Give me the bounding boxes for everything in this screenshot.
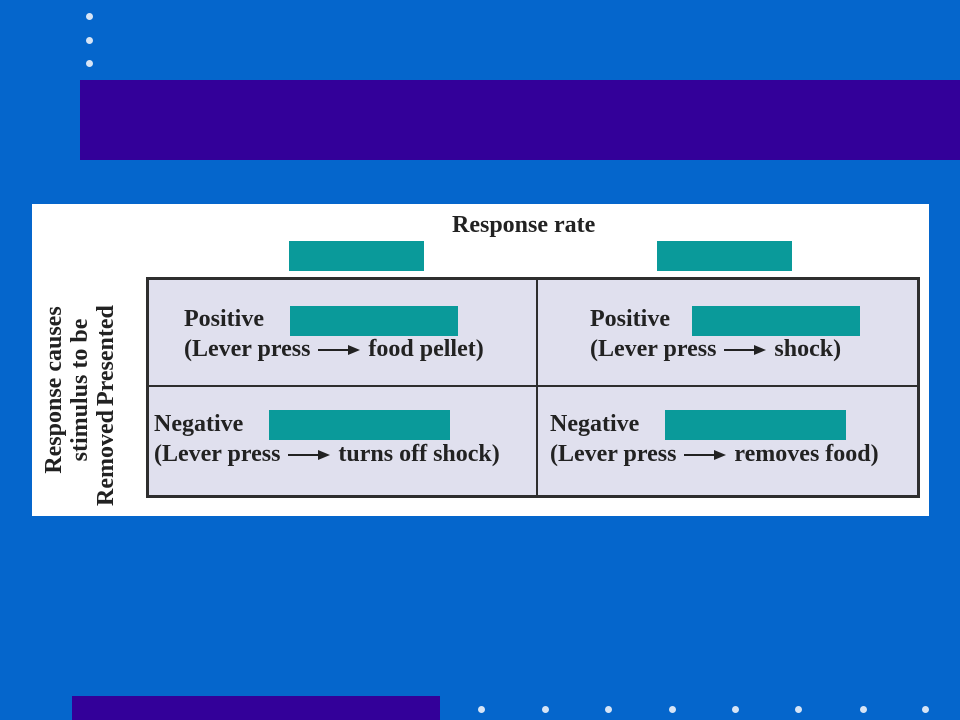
footer-dot	[795, 706, 802, 713]
side-label-presented: Presented	[93, 305, 119, 406]
covered-term-bottom-left	[269, 410, 450, 440]
cell-example-result: turns off shock)	[338, 441, 500, 467]
footer-dot	[669, 706, 676, 713]
cell-positive-reinforcement: Positive (Lever press food pellet)	[184, 304, 484, 364]
cell-type-label: Negative	[550, 411, 640, 437]
cell-example-result: food pellet)	[368, 336, 484, 362]
cell-example-start: (Lever press	[590, 336, 717, 362]
covered-label-decreases	[657, 241, 792, 271]
reinforcement-table-figure: Response rate Response causes stimulus t…	[32, 204, 929, 516]
right-arrow-icon	[724, 343, 767, 357]
bullet-dot	[86, 37, 93, 44]
cell-example-start: (Lever press	[550, 441, 677, 467]
right-arrow-icon	[288, 448, 331, 462]
right-arrow-icon	[684, 448, 727, 462]
cell-type-label: Positive	[184, 306, 264, 332]
right-arrow-icon	[318, 343, 361, 357]
footer-dot	[860, 706, 867, 713]
cell-example-result: removes food)	[734, 441, 879, 467]
footer-band	[72, 696, 440, 720]
cell-example-start: (Lever press	[184, 336, 311, 362]
footer-dot	[478, 706, 485, 713]
grid-vertical-divider	[536, 280, 538, 495]
cell-negative-punishment: Negative (Lever press removes food)	[550, 409, 879, 469]
covered-term-top-left	[290, 306, 458, 336]
cell-negative-reinforcement: Negative (Lever press turns off shock)	[154, 409, 500, 469]
bullet-dot	[86, 60, 93, 67]
cell-type-label: Negative	[154, 411, 244, 437]
side-label-line2: stimulus to be	[67, 318, 93, 462]
covered-term-bottom-right	[665, 410, 846, 440]
footer-dot	[542, 706, 549, 713]
side-label-line1: Response causes	[41, 306, 67, 474]
cell-example-start: (Lever press	[154, 441, 281, 467]
bullet-dot	[86, 13, 93, 20]
covered-term-top-right	[692, 306, 860, 336]
grid-horizontal-divider	[149, 385, 917, 387]
side-axis-label: Response causes stimulus to be Removed P…	[41, 274, 147, 506]
cell-type-label: Positive	[590, 306, 670, 332]
covered-label-increases	[289, 241, 424, 271]
cell-positive-punishment: Positive (Lever press shock)	[590, 304, 841, 364]
side-label-removed: Removed	[93, 410, 119, 506]
footer-dot	[922, 706, 929, 713]
footer-dot	[605, 706, 612, 713]
cell-example-result: shock)	[774, 336, 842, 362]
response-rate-header: Response rate	[452, 212, 596, 238]
title-band	[80, 80, 960, 160]
reinforcement-grid: Positive (Lever press food pellet) Posit…	[146, 277, 920, 498]
footer-dot	[732, 706, 739, 713]
